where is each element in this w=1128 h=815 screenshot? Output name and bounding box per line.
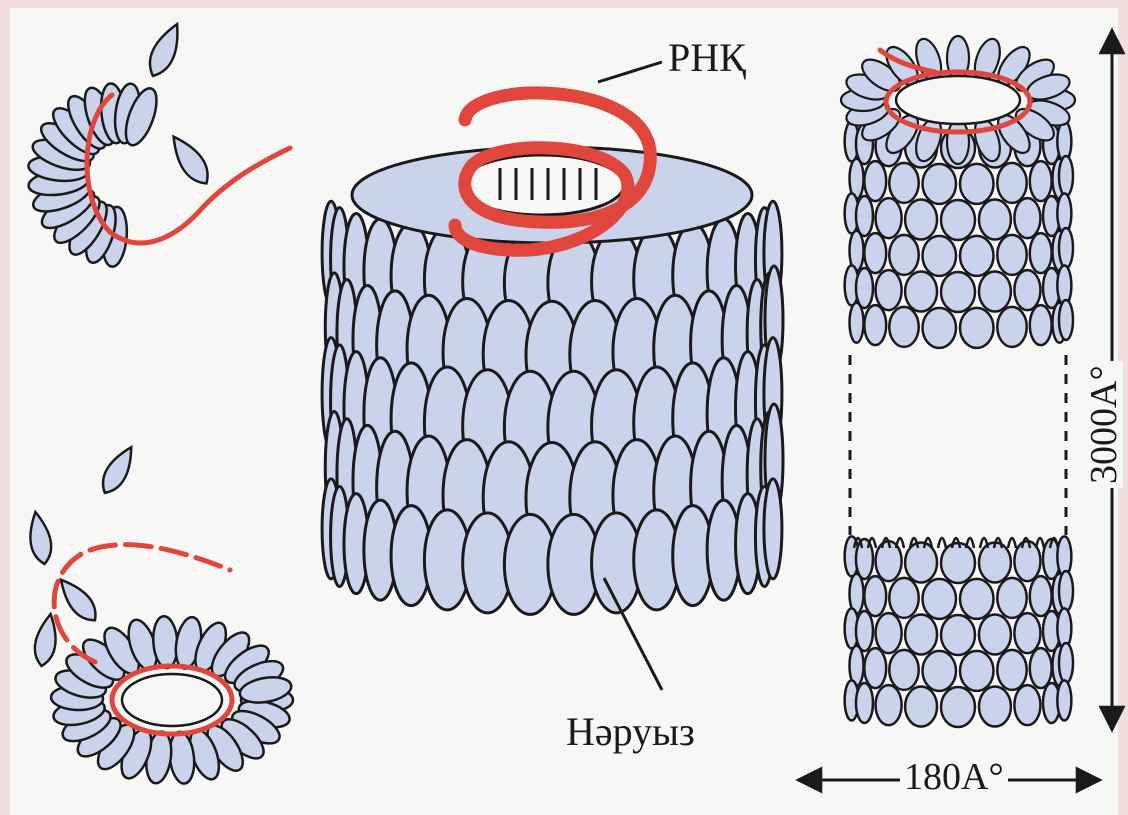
protein-subunit: [1030, 648, 1052, 688]
protein-subunit: [856, 683, 873, 723]
protein-subunit: [979, 615, 1011, 655]
protein-subunit: [923, 579, 956, 619]
protein-subunit: [905, 615, 937, 655]
protein-subunit: [905, 543, 937, 583]
protein-subunit: [1059, 156, 1073, 196]
protein-subunit: [923, 236, 956, 276]
protein-subunit: [1030, 233, 1052, 273]
assembly-ring-bottom-left: [26, 442, 294, 785]
protein-label: Нәруыз: [566, 712, 695, 752]
protein-subunit: [856, 539, 873, 579]
helical-capsid-center: [322, 93, 783, 614]
protein-subunit: [764, 479, 782, 579]
free-protein-subunit: [96, 442, 140, 498]
rod-gap-fringe: [938, 538, 946, 548]
protein-subunit: [947, 120, 969, 164]
protein-subunit: [960, 308, 993, 348]
free-protein-subunit: [165, 130, 215, 189]
protein-subunit: [864, 648, 886, 688]
protein-subunit: [889, 650, 918, 690]
virus-rod-right: [841, 36, 1075, 727]
protein-subunit: [876, 685, 902, 725]
length-dimension-label: 3000А°: [1085, 361, 1123, 488]
rna-pointer-line: [598, 62, 662, 82]
ring-center: [122, 674, 222, 726]
protein-subunit: [889, 307, 918, 347]
protein-subunit: [864, 576, 886, 616]
protein-subunit: [923, 308, 956, 348]
width-dimension-label: 180А°: [900, 758, 1008, 796]
free-protein-subunit: [26, 510, 55, 565]
free-protein-subunit: [53, 573, 102, 626]
protein-subunit: [979, 543, 1011, 583]
protein-subunit: [856, 611, 873, 651]
protein-subunit: [1014, 198, 1040, 238]
protein-subunit: [941, 543, 975, 583]
protein-subunit: [960, 236, 993, 276]
protein-subunit: [876, 198, 902, 238]
free-protein-subunit: [143, 20, 187, 81]
protein-subunit: [1030, 576, 1052, 616]
protein-subunit: [960, 579, 993, 619]
protein-subunit: [997, 235, 1026, 275]
protein-subunit: [941, 272, 975, 312]
protein-subunit: [997, 307, 1026, 347]
protein-subunit: [905, 687, 937, 727]
rod-channel: [896, 76, 1020, 124]
protein-subunit: [1030, 161, 1052, 201]
protein-subunit: [1059, 571, 1073, 611]
rod-gap-fringe: [1008, 538, 1016, 548]
protein-subunit: [876, 270, 902, 310]
protein-subunit: [923, 651, 956, 691]
protein-subunit: [1014, 613, 1040, 653]
protein-subunit: [864, 305, 886, 345]
protein-subunit: [923, 164, 956, 204]
protein-subunit: [1030, 305, 1052, 345]
protein-subunit: [979, 272, 1011, 312]
protein-subunit: [960, 164, 993, 204]
protein-subunit: [941, 615, 975, 655]
protein-subunit: [979, 687, 1011, 727]
protein-subunit: [941, 687, 975, 727]
protein-subunit: [1014, 270, 1040, 310]
protein-subunit: [856, 196, 873, 236]
protein-subunit: [941, 200, 975, 240]
rod-gap-fringe: [896, 538, 904, 548]
rod-gap-fringe: [966, 538, 974, 548]
protein-subunit: [905, 272, 937, 312]
rod-gap-fringe: [1036, 538, 1044, 548]
protein-subunit: [997, 650, 1026, 690]
protein-subunit: [864, 161, 886, 201]
protein-subunit: [876, 613, 902, 653]
protein-subunit: [1059, 300, 1073, 340]
protein-subunit: [997, 163, 1026, 203]
protein-subunit: [1059, 228, 1073, 268]
rna-label: РНҚ: [668, 38, 746, 78]
protein-subunit: [905, 200, 937, 240]
protein-subunit: [850, 303, 864, 343]
assembly-disk-top-left: [27, 20, 290, 268]
protein-subunit: [889, 163, 918, 203]
protein-subunit: [960, 651, 993, 691]
protein-subunit: [889, 235, 918, 275]
protein-subunit: [856, 268, 873, 308]
protein-subunit: [1014, 685, 1040, 725]
protein-subunit: [997, 578, 1026, 618]
protein-subunit: [889, 578, 918, 618]
protein-subunit: [979, 200, 1011, 240]
protein-subunit: [864, 233, 886, 273]
protein-subunit: [1057, 680, 1071, 720]
protein-subunit: [1059, 643, 1073, 683]
